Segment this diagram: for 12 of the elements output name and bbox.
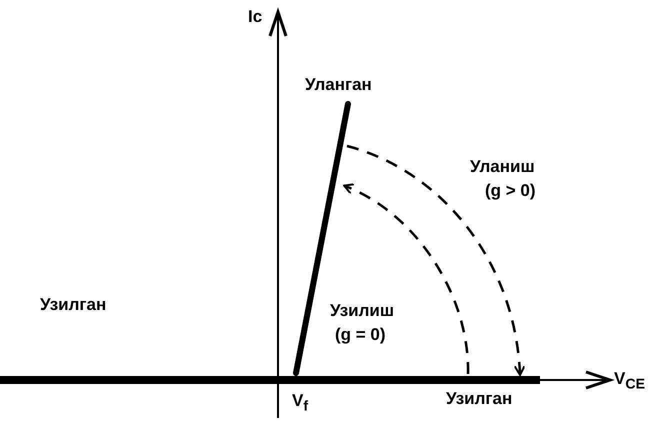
dashed-arrow [346, 144, 526, 376]
transition-label: Узилиш [330, 302, 394, 319]
transition-label: (g > 0) [485, 182, 536, 199]
transition-label: (g = 0) [335, 326, 386, 343]
axis-label: V$_{f}$ [292, 392, 308, 414]
state-label: Уланган [305, 76, 372, 93]
axis-label: Ic [248, 8, 262, 25]
transition-label: Уланиш [470, 158, 535, 175]
state-label: Узилган [40, 296, 106, 313]
axis-label: V$_{CE}$ [614, 370, 646, 392]
dashed-arrow [343, 184, 470, 374]
state-label: Узилган [446, 390, 512, 407]
